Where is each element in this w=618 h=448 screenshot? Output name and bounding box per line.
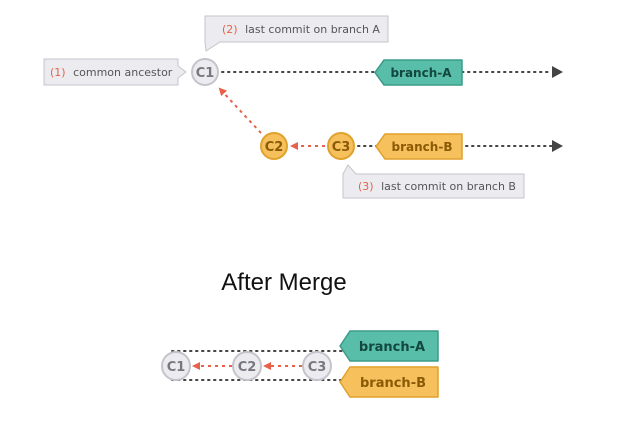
after-commit-c2: C2 — [232, 351, 262, 381]
commit-label: C1 — [196, 66, 215, 81]
commit-c2: C2 — [260, 132, 288, 160]
callout-common-ancestor: (1) common ancestor — [43, 58, 187, 86]
commit-label: C2 — [238, 360, 257, 375]
branch-b-end-arrow — [552, 140, 563, 152]
branch-a-end-arrow — [552, 66, 563, 78]
after-commit-c1: C1 — [161, 351, 191, 381]
callout-last-commit-a: (2) last commit on branch A — [204, 15, 389, 52]
callout-text: common ancestor — [73, 66, 173, 79]
branch-label: branch-B — [392, 140, 453, 154]
callout-last-commit-b: (3) last commit on branch B — [342, 164, 525, 199]
callout-number: (2) — [222, 23, 238, 36]
callout-number: (3) — [358, 180, 374, 193]
commit-label: C2 — [265, 140, 284, 155]
callout-text: last commit on branch A — [245, 23, 380, 36]
svg-text:(1) common ancestor: (1) common ancestor — [50, 66, 173, 79]
after-branch-a-tag: branch-A — [339, 330, 439, 362]
after-branch-b-tag: branch-B — [339, 366, 439, 398]
callout-text: last commit on branch B — [381, 180, 516, 193]
after-merge-title: After Merge — [221, 269, 346, 296]
branch-label: branch-A — [390, 66, 452, 80]
svg-text:(2) last commit on branc: (2) last commit on branch A — [222, 23, 380, 36]
commit-c3: C3 — [327, 132, 355, 160]
branch-label: branch-B — [360, 376, 426, 391]
after-commit-c3: C3 — [302, 351, 332, 381]
commit-label: C1 — [167, 360, 186, 375]
commit-c1: C1 — [191, 58, 219, 86]
svg-text:(3) last commit on branc: (3) last commit on branch B — [358, 180, 516, 193]
branch-a-tag: branch-A — [374, 59, 463, 86]
callout-number: (1) — [50, 66, 66, 79]
c2-to-c1-arrow — [218, 87, 262, 134]
branch-b-tag: branch-B — [375, 133, 463, 160]
commit-label: C3 — [308, 360, 327, 375]
commit-label: C3 — [332, 140, 351, 155]
branch-label: branch-A — [359, 340, 425, 355]
